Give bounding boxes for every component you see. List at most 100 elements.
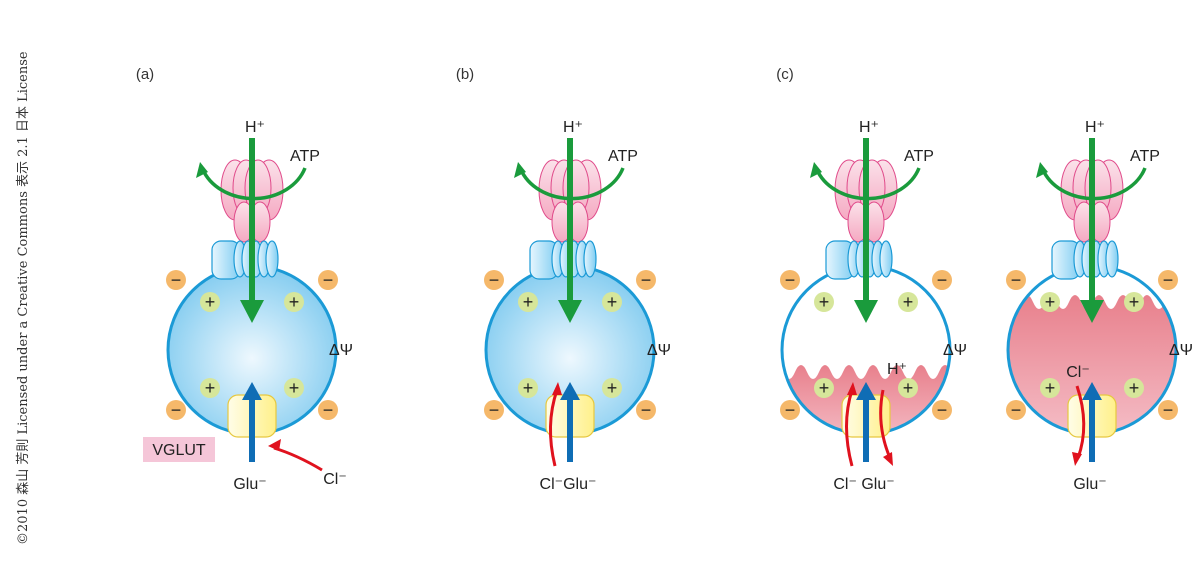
bottom-ion-label: Glu⁻ — [1073, 476, 1106, 493]
red-arrowhead-icon — [268, 439, 281, 451]
chloride-influx-arrow — [548, 389, 559, 467]
negative-charge-icon — [166, 400, 186, 420]
atp-hydrolysis-arrow — [1042, 167, 1147, 201]
positive-charge-icon — [814, 292, 834, 312]
arrowhead-up-icon — [856, 382, 876, 400]
chloride-efflux-arrow — [1075, 385, 1086, 459]
h-plus-label: H⁺ — [859, 119, 879, 136]
plus-sign: + — [903, 292, 914, 312]
minus-sign: − — [489, 270, 500, 290]
positive-charge-icon — [898, 292, 918, 312]
v-atpase-v0 — [825, 240, 893, 280]
panel-label: (a) — [136, 66, 154, 83]
proton-pump-arrow — [1089, 138, 1095, 306]
red-arrowhead-icon — [883, 452, 893, 466]
bottom-ion-label: Cl⁻ Glu⁻ — [833, 476, 894, 493]
negative-charge-icon — [636, 270, 656, 290]
proton-pump-arrow — [567, 138, 573, 306]
negative-charge-icon — [484, 270, 504, 290]
minus-sign: − — [937, 270, 948, 290]
plus-sign: + — [1045, 378, 1056, 398]
positive-charge-icon — [1124, 292, 1144, 312]
delta-psi-label: ΔΨ — [1169, 342, 1193, 359]
negative-charge-icon — [780, 270, 800, 290]
arrowhead-up-icon — [560, 382, 580, 400]
proton-efflux-arrow — [879, 389, 892, 459]
minus-sign: − — [641, 400, 652, 420]
vglut-label: VGLUT — [152, 442, 206, 459]
plus-sign: + — [1045, 292, 1056, 312]
atp-hydrolysis-arrow — [520, 167, 625, 201]
positive-charge-icon — [898, 378, 918, 398]
positive-charge-icon — [602, 292, 622, 312]
glutamate-arrow — [249, 398, 255, 462]
inner-chloride-label: Cl⁻ — [1066, 364, 1090, 381]
glutamate-arrow — [863, 398, 869, 462]
plus-sign: + — [1129, 292, 1140, 312]
positive-charge-icon — [602, 378, 622, 398]
arrowhead-up-icon — [242, 382, 262, 400]
plus-sign: + — [1129, 378, 1140, 398]
negative-charge-icon — [1006, 270, 1026, 290]
atp-arrowhead-icon — [1036, 162, 1048, 178]
negative-charge-icon — [932, 400, 952, 420]
red-arrowhead-icon — [552, 382, 562, 395]
negative-charge-icon — [318, 270, 338, 290]
minus-sign: − — [171, 400, 182, 420]
negative-charge-icon — [1006, 400, 1026, 420]
atp-arrowhead-icon — [196, 162, 208, 178]
plus-sign: + — [903, 378, 914, 398]
atp-hydrolysis-arrow — [816, 167, 921, 201]
atp-label: ATP — [608, 148, 638, 165]
arrowhead-up-icon — [1082, 382, 1102, 400]
delta-psi-label: ΔΨ — [943, 342, 967, 359]
negative-charge-icon — [1158, 270, 1178, 290]
arrowhead-down-icon — [240, 300, 264, 323]
minus-sign: − — [785, 270, 796, 290]
minus-sign: − — [785, 400, 796, 420]
positive-charge-icon — [284, 292, 304, 312]
delta-psi-label: ΔΨ — [647, 342, 671, 359]
positive-charge-icon — [1040, 378, 1060, 398]
plus-sign: + — [289, 378, 300, 398]
chloride-influx-arrow — [845, 389, 854, 467]
plus-sign: + — [289, 292, 300, 312]
minus-sign: − — [937, 400, 948, 420]
positive-charge-icon — [200, 378, 220, 398]
red-arrowhead-icon — [1072, 452, 1082, 466]
chloride-arrow — [273, 446, 323, 472]
minus-sign: − — [1163, 270, 1174, 290]
delta-psi-label: ΔΨ — [329, 342, 353, 359]
arrowhead-down-icon — [854, 300, 878, 323]
vglut-label-box — [143, 437, 215, 462]
plus-sign: + — [607, 292, 618, 312]
v-atpase-v0 — [1051, 240, 1119, 280]
proton-pump-arrow — [249, 138, 255, 306]
minus-sign: − — [489, 400, 500, 420]
plus-sign: + — [205, 378, 216, 398]
negative-charge-icon — [318, 400, 338, 420]
negative-charge-icon — [780, 400, 800, 420]
minus-sign: − — [1011, 270, 1022, 290]
copyright-text: ©2010 森山 芳則 Licensed under a Creative Co… — [16, 51, 31, 545]
positive-charge-icon — [1124, 378, 1144, 398]
bottom-ion-label: Glu⁻ — [233, 476, 266, 493]
proton-pump-arrow — [863, 138, 869, 306]
v-atpase-v0 — [529, 240, 597, 280]
arrowhead-down-icon — [558, 300, 582, 323]
plus-sign: + — [819, 292, 830, 312]
plus-sign: + — [607, 378, 618, 398]
atp-arrowhead-icon — [810, 162, 822, 178]
inner-h-plus-label: H⁺ — [887, 361, 907, 378]
atp-hydrolysis-arrow — [202, 167, 307, 201]
red-arrowhead-icon — [847, 382, 857, 395]
h-plus-label: H⁺ — [1085, 119, 1105, 136]
minus-sign: − — [171, 270, 182, 290]
minus-sign: − — [323, 270, 334, 290]
minus-sign: − — [323, 400, 334, 420]
arrowhead-down-icon — [1080, 300, 1104, 323]
